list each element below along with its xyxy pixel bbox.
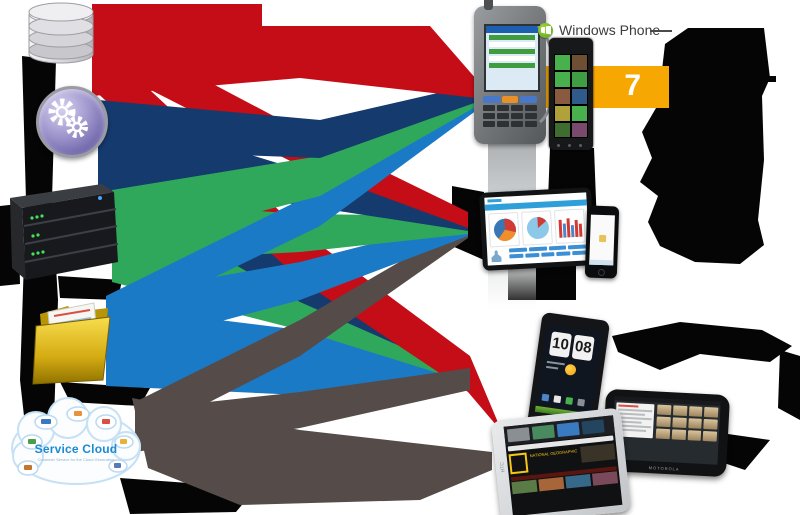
service-cloud-title: Service Cloud (34, 442, 118, 456)
shadow-blob-right-dash (766, 76, 776, 82)
ribbon-service-cloud-to-android-phone (135, 368, 470, 452)
dashboard-screen (484, 192, 590, 266)
iphone-device (584, 205, 620, 279)
evo-screen: 10 08 (534, 324, 603, 420)
ribbon-database-to-handheld (92, 4, 477, 98)
iphone-screen (589, 214, 615, 266)
service-cloud-logo: Service Cloud Customer Service for the C… (6, 390, 146, 494)
rugged-handheld-device (474, 0, 557, 144)
shadow-blob-right-edge (778, 350, 800, 420)
server-icon (10, 184, 119, 280)
shadow-blob-android-script (612, 322, 792, 370)
wp7-screen (554, 54, 588, 138)
service-cloud-tagline: Customer Service for the Cloud Generatio… (37, 457, 115, 462)
htc-brand: HTC (499, 461, 507, 473)
weather-sun-icon (564, 363, 577, 376)
database-icon (28, 2, 94, 64)
shadow-blob-folder-bottom (60, 382, 150, 406)
ribbon-services-to-handheld (98, 84, 477, 158)
contact-avatar (491, 250, 502, 263)
clock-hours: 10 (548, 331, 573, 358)
national-geographic-name: NATIONAL GEOGRAPHIC (529, 448, 578, 459)
antenna (484, 0, 493, 10)
folder-icon (32, 302, 111, 385)
wp7-number: 7 (624, 69, 641, 102)
shadow-blob-right-mass (640, 28, 770, 264)
windows-flag-icon (538, 22, 553, 38)
clock-minutes: 08 (571, 334, 595, 362)
bar-chart-card (554, 208, 586, 245)
handheld-keypad (483, 96, 538, 127)
htc-flyer-tablet: HTC NATIONAL GEOGRAPHIC (490, 407, 632, 515)
shadow-blob-folder-top (58, 276, 122, 300)
ribbon-files-to-tablet-dashboard (106, 219, 468, 352)
gears-icon (36, 86, 108, 158)
callout-line (650, 30, 672, 32)
pie-chart-card (488, 211, 520, 248)
ribbon-service-cloud-to-tablet-dashboard (135, 222, 468, 440)
pie-chart-card-2 (521, 210, 553, 246)
dashboard-tablet (479, 187, 595, 271)
windows-phone-logo: Windows Phone (538, 22, 660, 38)
home-button (597, 268, 606, 277)
flyer-screen: NATIONAL GEOGRAPHIC (503, 415, 623, 515)
windows-phone-7-device (549, 38, 593, 150)
handheld-screen (484, 24, 540, 92)
xoom-screen (611, 396, 721, 465)
national-geographic-logo (508, 452, 529, 475)
windows-phone-wordmark: Windows Phone (559, 22, 661, 38)
contact-photo-grid (655, 404, 719, 442)
